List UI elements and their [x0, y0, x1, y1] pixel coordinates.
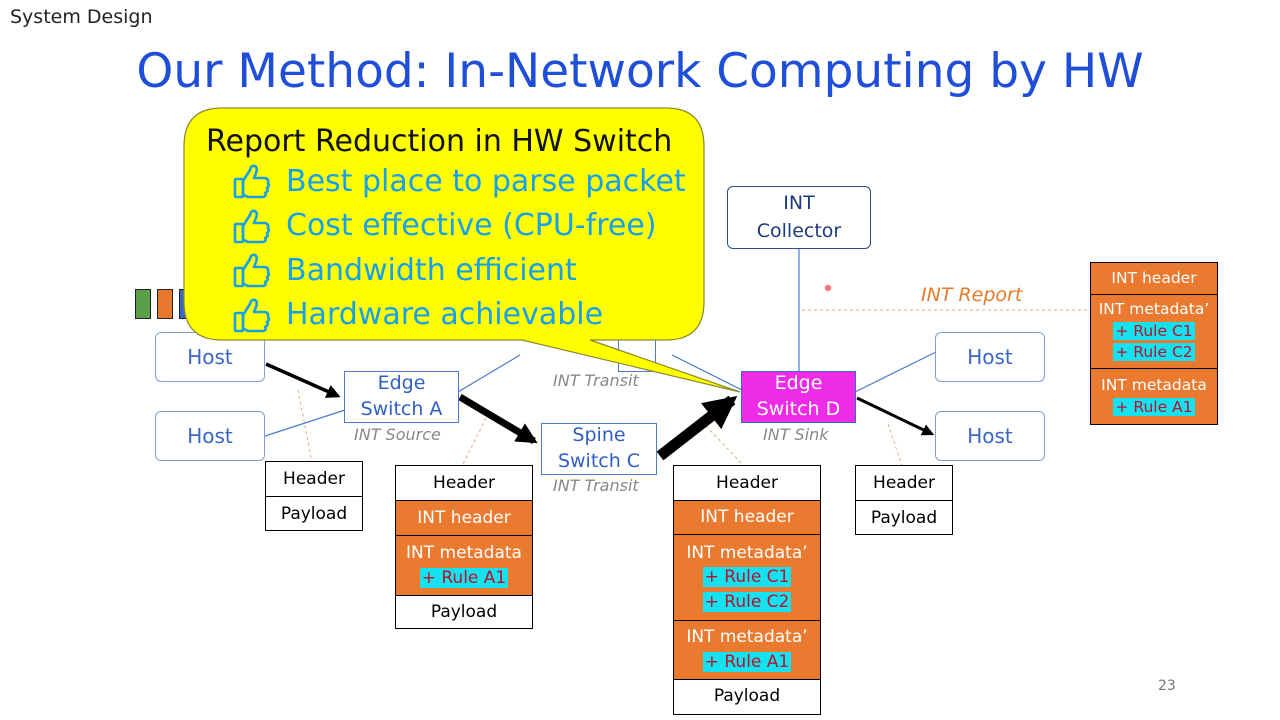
queue-square-green	[135, 289, 151, 319]
thumbs-up-icon	[233, 164, 271, 199]
link-host-edge-a-bottom	[264, 409, 346, 437]
thumbs-up-icon	[233, 253, 271, 288]
callout-content: Report Reduction in HW Switch Best place…	[206, 124, 706, 337]
thumbs-up-icon	[233, 209, 271, 244]
flow-arrow-c-to-d	[656, 395, 738, 461]
spine-switch-c: Spine Switch C	[541, 423, 657, 475]
packet-original: Header Payload	[265, 461, 363, 531]
int-collector-line2: Collector	[756, 219, 842, 242]
host-left-bottom: Host	[155, 411, 265, 461]
packet-a-int-header: INT header	[396, 501, 532, 536]
packet-c-rule-c2: + Rule C2	[702, 591, 792, 612]
callout-item-1: Best place to parse packet	[206, 159, 706, 204]
callout-item-4-text: Hardware achievable	[286, 297, 604, 333]
link-spine-hidden-edge-d	[671, 354, 743, 391]
packet-d-payload: Payload	[870, 507, 938, 528]
callout-item-3-text: Bandwidth efficient	[286, 252, 577, 288]
spine-switch-c-line1: Spine	[572, 424, 626, 447]
packet-c-rule-c1: + Rule C1	[702, 567, 792, 588]
callout-item-2-text: Cost effective (CPU-free)	[286, 208, 657, 244]
packet-after-d: Header Payload	[855, 465, 953, 535]
packet-a-payload: Payload	[430, 601, 498, 622]
spine-switch-c-line2: Switch C	[557, 450, 641, 472]
flow-arrow-a-to-c	[458, 393, 538, 445]
packet-c-metadata-c-label: INT metadata’	[686, 542, 808, 563]
report-int-metadata-c: INT metadata’ + Rule C1 + Rule C2	[1091, 295, 1217, 369]
report-rule-c2: + Rule C2	[1113, 343, 1195, 362]
queue-square-orange	[157, 289, 173, 319]
flow-arrow-host-to-a	[265, 362, 341, 398]
packet-c-header: Header	[674, 466, 820, 501]
edge-switch-d: Edge Switch D	[741, 371, 856, 423]
packet-c-rule-a1: + Rule A1	[702, 652, 792, 672]
link-edge-d-host-top	[854, 351, 937, 393]
packet-c-int-metadata-a: INT metadata’ + Rule A1	[674, 621, 820, 680]
pointer-dot	[823, 283, 833, 293]
packet-original-payload: Payload	[280, 503, 348, 524]
spine-hidden-role: INT Transit	[553, 371, 639, 390]
int-collector-line1: INT	[783, 191, 815, 214]
slide-title: Our Method: In-Network Computing by HW	[136, 44, 1144, 99]
packet-c-int-metadata-c: INT metadata’ + Rule C1 + Rule C2	[674, 535, 820, 621]
section-label: System Design	[10, 6, 153, 28]
packet-d-header: Header	[856, 466, 952, 501]
edge-switch-a-role: INT Source	[354, 425, 441, 444]
edge-switch-a: Edge Switch A	[344, 371, 459, 423]
int-collector: INT Collector	[727, 186, 871, 249]
packet-c-metadata-a-label: INT metadata’	[686, 627, 808, 648]
link-edge-a-spine-hidden	[457, 354, 521, 393]
edge-switch-a-line2: Switch A	[360, 398, 443, 420]
callout-item-3: Bandwidth efficient	[206, 248, 706, 293]
packet-a-int-metadata: INT metadata + Rule A1	[396, 536, 532, 596]
report-int-header: INT header	[1091, 263, 1217, 295]
packet-c-payload: Payload	[713, 686, 781, 707]
edge-switch-d-line2: Switch D	[756, 398, 841, 420]
report-rule-a1: + Rule A1	[1113, 397, 1195, 416]
packet-a-rule-a1: + Rule A1	[419, 567, 509, 588]
report-metadata-c-label: INT metadata’	[1098, 299, 1210, 318]
edge-switch-d-role: INT Sink	[763, 425, 829, 444]
flow-arrow-d-to-host	[856, 396, 935, 436]
packet-c-int-header: INT header	[674, 501, 820, 535]
int-report-packet: INT header INT metadata’ + Rule C1 + Rul…	[1090, 262, 1218, 425]
leader-original-packet	[297, 389, 313, 463]
packet-a-metadata-label: INT metadata	[406, 542, 522, 563]
thumbs-up-icon	[233, 298, 271, 333]
report-rule-c1: + Rule C1	[1113, 321, 1195, 340]
packet-after-c: Header INT header INT metadata’ + Rule C…	[673, 465, 821, 715]
edge-switch-d-line1: Edge	[774, 372, 823, 395]
packet-original-header: Header	[266, 462, 362, 497]
callout-item-2: Cost effective (CPU-free)	[206, 204, 706, 249]
host-right-top: Host	[935, 332, 1045, 382]
report-int-metadata-a: INT metadata + Rule A1	[1091, 369, 1217, 424]
int-report-label: INT Report	[921, 284, 1023, 306]
report-metadata-a-label: INT metadata	[1101, 375, 1207, 394]
edge-switch-a-line1: Edge	[377, 372, 426, 395]
callout-item-1-text: Best place to parse packet	[286, 163, 686, 199]
callout-item-4: Hardware achievable	[206, 293, 706, 338]
page-number: 23	[1158, 678, 1176, 694]
callout-title: Report Reduction in HW Switch	[206, 124, 673, 159]
leader-packet-a	[461, 417, 487, 467]
packet-after-a: Header INT header INT metadata + Rule A1…	[395, 465, 533, 629]
host-right-bottom: Host	[935, 411, 1045, 461]
leader-packet-d	[887, 423, 903, 467]
packet-a-header: Header	[396, 466, 532, 501]
spine-switch-c-role: INT Transit	[553, 476, 639, 495]
